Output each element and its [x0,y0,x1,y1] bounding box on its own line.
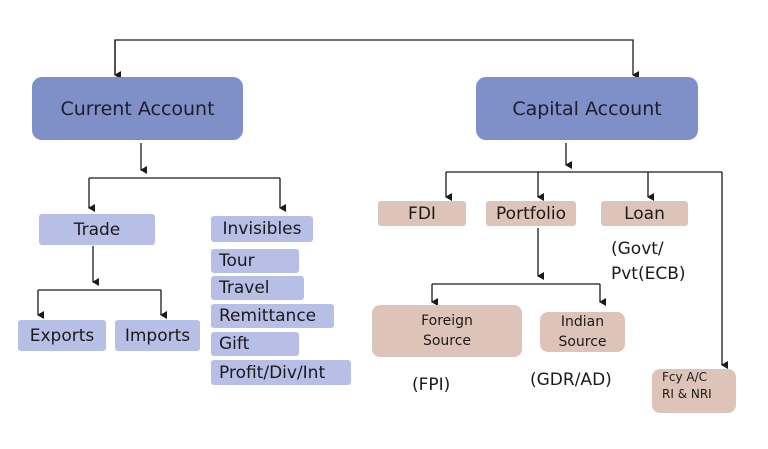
foreign-source-box: Foreign Source [372,305,522,357]
invisibles-item-gift: Gift [211,332,299,356]
loan-box: Loan [601,201,688,226]
imports-box: Imports [115,320,200,351]
invisibles-item-travel: Travel [211,276,304,300]
indian-source-box: Indian Source [540,312,625,352]
foreign-source-note: (FPI) [412,375,451,395]
current-account-box: Current Account [32,77,243,140]
invisibles-item-remittance: Remittance [211,304,334,328]
indian-source-note: (GDR/AD) [530,370,612,390]
invisibles-item-tour: Tour [211,249,299,273]
invisibles-box: Invisibles [211,216,313,242]
capital-account-box: Capital Account [476,77,698,140]
foreign-source-line-1: Foreign [421,313,473,329]
fcy-account-box: Fcy A/C RI & NRI [652,369,736,413]
loan-note-line-2: Pvt(ECB) [611,264,686,284]
exports-box: Exports [18,320,106,351]
loan-note: (Govt/ Pvt(ECB) [611,237,686,287]
foreign-source-line-2: Source [422,333,472,349]
indian-source-line-1: Indian [560,314,605,330]
fcy-line-2: RI & NRI [662,387,712,401]
fdi-box: FDI [378,201,466,226]
portfolio-box: Portfolio [486,201,576,226]
trade-box: Trade [39,214,155,245]
invisibles-item-profit-div-int: Profit/Div/Int [211,360,351,385]
indian-source-line-2: Source [558,334,607,350]
fcy-line-1: Fcy A/C [662,370,708,384]
loan-note-line-1: (Govt/ [611,239,664,259]
